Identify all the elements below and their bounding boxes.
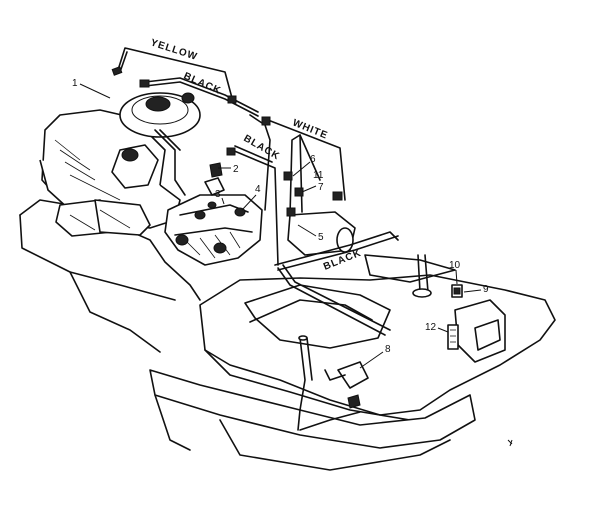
callout-8: 8	[385, 344, 391, 355]
callout-4: 4	[255, 184, 261, 195]
callout-3: 3	[215, 189, 221, 200]
label-white: WHITE	[291, 118, 330, 142]
callout-9: 9	[483, 284, 489, 295]
callout-2: 2	[233, 164, 239, 175]
wiring-harness	[111, 47, 463, 409]
engine	[39, 92, 201, 237]
callout-10: 10	[449, 260, 461, 271]
stray-mark	[507, 439, 513, 447]
callout-11: 11	[313, 170, 324, 181]
callout-12: 12	[425, 322, 437, 333]
callout-5: 5	[318, 232, 324, 243]
callout-1: 1	[72, 78, 78, 89]
callouts: 1 2 3 4 5 6 7 8 9 10 11 12	[72, 78, 489, 369]
callout-7: 7	[318, 182, 324, 193]
tractor-body	[19, 199, 556, 471]
callout-6: 6	[310, 154, 316, 165]
starter-block	[164, 162, 263, 266]
